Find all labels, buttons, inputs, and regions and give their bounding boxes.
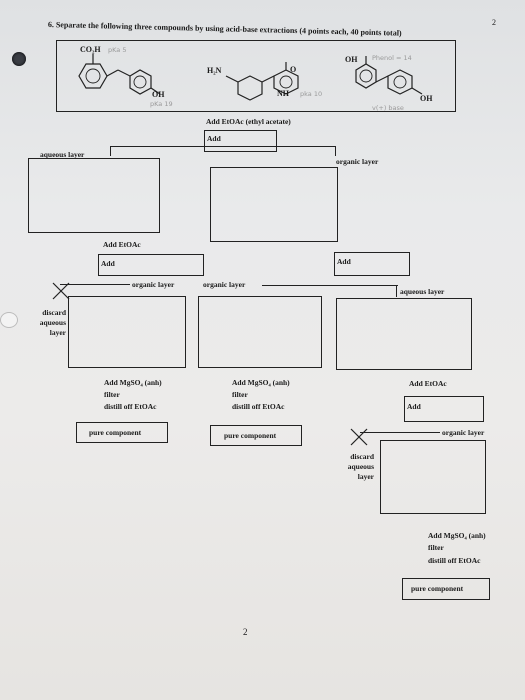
label-oh-phenol: OH: [345, 55, 358, 64]
question-title: 6. Separate the following three compound…: [47, 20, 402, 38]
step-add-etoac-left: Add EtOAc: [103, 240, 141, 249]
pure-component-label-1: pure component: [89, 428, 142, 437]
discard-x-left: [52, 282, 70, 300]
binder-hole-top: [12, 52, 26, 66]
col4-step-1: Add MgSO₄ (anh): [428, 531, 486, 540]
aqueous-layer-label-right: aqueous layer: [400, 287, 445, 296]
column-3-box: [336, 298, 472, 370]
col2-step-1: Add MgSO₄ (anh): [232, 378, 290, 387]
column-2-box: [198, 296, 322, 368]
benzene-ring-right: [387, 69, 413, 95]
col1-step-2: filter: [104, 390, 120, 399]
col4-step-3: distill off EtOAc: [428, 556, 481, 565]
label-nh: NH: [277, 89, 289, 98]
pure-component-label-2: pure component: [224, 431, 277, 440]
pure-component-label-3: pure component: [411, 584, 464, 593]
organic-layer-box: [210, 167, 338, 242]
discard-aqueous-left: discard aqueous layer: [39, 308, 66, 337]
col3-organic-layer-label: organic layer: [442, 428, 485, 437]
organic-layer-label-left: organic layer: [132, 280, 175, 289]
handwritten-note-phenol: Phenol = 14: [372, 54, 412, 62]
chemical-structures: [78, 54, 423, 101]
col3-reagent-box-label: Add: [407, 402, 421, 411]
label-oh-left: OH: [152, 90, 165, 99]
col1-step-3: distill off EtOAc: [104, 402, 157, 411]
column-1-box: [68, 296, 186, 368]
col3-reagent-box: [404, 396, 484, 422]
label-o: O: [290, 65, 297, 74]
discard-x-right: [350, 428, 368, 446]
label-co2h: CO₂H: [80, 45, 101, 54]
discard-aqueous-right: discard aqueous layer: [347, 452, 374, 481]
pure-component-box-3: [402, 578, 490, 600]
page-number-bottom: 2: [243, 627, 248, 637]
reagent-box-right: [334, 252, 410, 276]
col2-step-3: distill off EtOAc: [232, 402, 285, 411]
reagent-box-left-label: Add: [101, 259, 115, 268]
phenol-ring: [355, 63, 377, 89]
col2-step-2: filter: [232, 390, 248, 399]
reagent-box-left: [98, 254, 204, 276]
handwritten-note-pka19: pKa 19: [150, 100, 173, 108]
benzene-ring-left: [78, 63, 108, 89]
col1-step-1: Add MgSO₄ (anh): [104, 378, 162, 387]
aqueous-layer-label-top: aqueous layer: [40, 150, 85, 159]
organic-layer-label-mid: organic layer: [203, 280, 246, 289]
label-oh-right: OH: [420, 94, 433, 103]
column-4-box: [380, 440, 486, 514]
handwritten-note-base: v(+) base: [372, 104, 404, 112]
structures-box: [56, 40, 456, 112]
aqueous-layer-box: [28, 158, 160, 233]
binder-hole-mid: [0, 312, 18, 328]
organic-layer-label-top: organic layer: [336, 157, 379, 166]
ring-middle: [237, 75, 263, 101]
reagent-box-top-label: Add: [207, 134, 221, 143]
step-add-etoac-ethyl: Add EtOAc (ethyl acetate): [206, 117, 291, 126]
pure-component-box-2: [210, 425, 302, 446]
handwritten-note-pka10: pka 10: [300, 90, 323, 98]
branch-line-top: [110, 146, 336, 148]
col4-step-2: filter: [428, 543, 444, 552]
page-number-top: 2: [492, 18, 496, 27]
label-h2n: H₂N: [207, 66, 222, 75]
handwritten-note-pka5: pKa 5: [108, 46, 127, 54]
benzene-ring-left-2: [129, 69, 152, 95]
reagent-box-right-label: Add: [337, 257, 351, 266]
pure-component-box-1: [76, 422, 168, 443]
col3-add-etoac: Add EtOAc: [409, 379, 447, 388]
reagent-box-top: [204, 130, 277, 152]
